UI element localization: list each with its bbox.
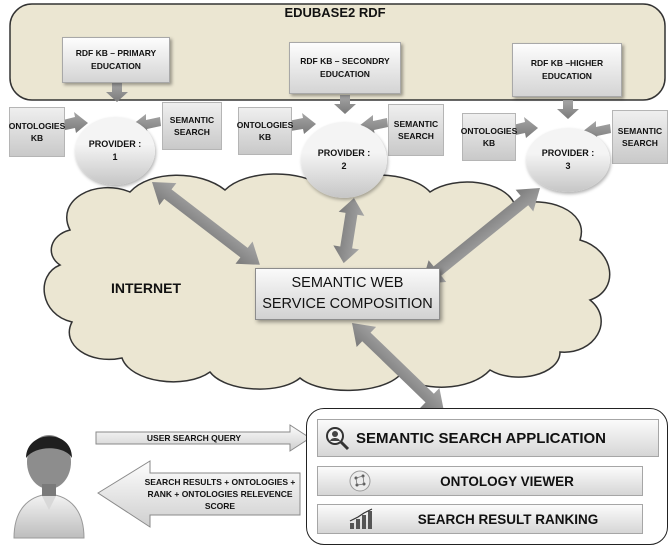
composition-line-1: SEMANTIC WEB (291, 275, 404, 291)
search-result-ranking-label: SEARCH RESULT RANKING (417, 511, 599, 527)
arrow-provider2-composition (333, 198, 365, 264)
arrow-sem3 (582, 121, 611, 142)
results-line-2: RANK + ONTOLOGIES RELEVENCE (147, 489, 293, 499)
banner-title: EDUBASE2 RDF (284, 4, 386, 20)
provider-3-number: 3 (565, 161, 571, 171)
provider-1-label: PROVIDER : (88, 139, 142, 149)
user-search-query-label: USER SEARCH QUERY (146, 433, 242, 443)
internet-label: INTERNET (111, 280, 181, 296)
semantic-search-2: SEMANTIC SEARCH (388, 104, 444, 156)
ontologies-kb-2: ONTOLOGIES KB (237, 107, 293, 155)
arrow-provider3-composition (421, 188, 540, 284)
bar-chart-icon (349, 508, 373, 529)
arrow-kb1-provider (106, 83, 128, 102)
arrow-composition-application (352, 323, 445, 412)
arrow-sem2 (359, 115, 388, 136)
kb-secondary-education: RDF KB – SECONDRY EDUCATION (289, 42, 401, 94)
results-line-3: SCORE (204, 501, 236, 511)
search-result-ranking-row: SEARCH RESULT RANKING (317, 504, 643, 534)
provider-2: PROVIDER : 2 (301, 122, 387, 198)
kb-higher-education: RDF KB –HIGHER EDUCATION (512, 43, 622, 97)
provider-2-number: 2 (341, 161, 347, 171)
arrow-sem1 (132, 114, 161, 135)
ontology-viewer-row: ONTOLOGY VIEWER (317, 466, 643, 496)
ontologies-kb-3: ONTOLOGIES KB (461, 113, 517, 161)
search-results-label: SEARCH RESULTS + ONTOLOGIES + RANK + ONT… (138, 475, 302, 513)
arrow-kb3-provider (557, 100, 579, 119)
ontology-viewer-label: ONTOLOGY VIEWER (440, 473, 574, 489)
semantic-search-3: SEMANTIC SEARCH (612, 110, 668, 164)
provider-1: PROVIDER : 1 (75, 117, 155, 185)
provider-3: PROVIDER : 3 (526, 128, 610, 192)
kb-primary-education: RDF KB – PRIMARY EDUCATION (62, 37, 170, 83)
query-arrow-shape (95, 424, 311, 452)
magnifier-person-icon (326, 427, 350, 451)
provider-1-number: 1 (112, 152, 118, 162)
semantic-web-service-composition: SEMANTIC WEB SERVICE COMPOSITION (255, 268, 440, 320)
user-avatar-icon (13, 435, 85, 539)
globe-network-icon (349, 470, 371, 492)
provider-3-label: PROVIDER : (541, 148, 595, 158)
composition-line-2: SERVICE COMPOSITION (262, 296, 433, 312)
application-title: SEMANTIC SEARCH APPLICATION (356, 429, 607, 447)
semantic-search-application-panel: SEMANTIC SEARCH APPLICATION ONTOLOGY VIE… (306, 408, 668, 545)
semantic-search-1: SEMANTIC SEARCH (162, 102, 222, 150)
arrow-provider1-composition (152, 182, 260, 265)
provider-2-label: PROVIDER : (317, 148, 371, 158)
application-title-row: SEMANTIC SEARCH APPLICATION (317, 419, 659, 457)
ontologies-kb-1: ONTOLOGIES KB (9, 107, 65, 157)
results-arrow-shape (97, 460, 301, 528)
arrow-kb2-provider (334, 95, 356, 114)
results-line-1: SEARCH RESULTS + ONTOLOGIES + (144, 477, 296, 487)
